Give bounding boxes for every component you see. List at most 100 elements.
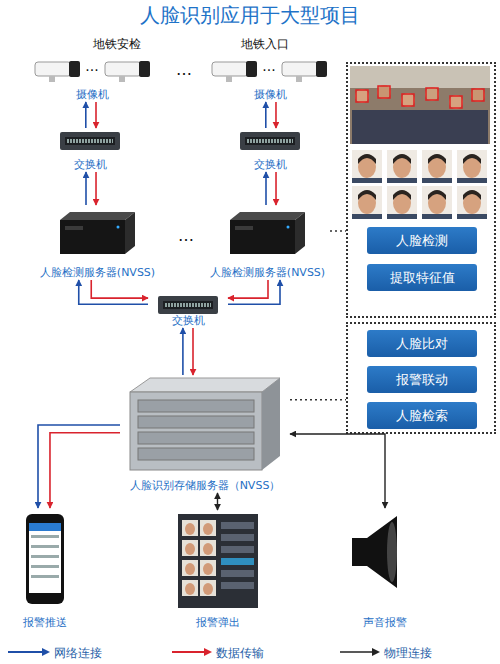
node-label: 人脸检测服务器(NVSS) bbox=[210, 266, 325, 280]
face-crop bbox=[352, 150, 382, 183]
connector-arrow bbox=[95, 102, 97, 128]
face-box bbox=[378, 86, 390, 98]
device-node: 人脸检测服务器(NVSS) bbox=[205, 205, 330, 280]
phone-row bbox=[31, 545, 59, 548]
monitor-row bbox=[221, 582, 254, 589]
photo-bg bbox=[350, 66, 490, 144]
legend-line bbox=[340, 651, 374, 653]
connector-arrow bbox=[50, 433, 120, 508]
free-label: ··· bbox=[262, 62, 275, 78]
face-box bbox=[450, 96, 462, 108]
connector-arrow bbox=[265, 102, 267, 128]
phone-row bbox=[31, 575, 59, 578]
function-button: 人脸检测 bbox=[367, 227, 477, 254]
dashed-group: 人脸比对报警联动人脸检索 bbox=[346, 322, 496, 434]
monitor-face bbox=[182, 580, 198, 596]
node-label: 人脸检测 bbox=[396, 232, 448, 250]
legend-head bbox=[372, 648, 380, 656]
photo-wall bbox=[350, 66, 490, 88]
storage-side bbox=[262, 378, 280, 470]
face-crop bbox=[457, 150, 487, 183]
connector-arrow bbox=[228, 280, 268, 298]
monitor-face bbox=[182, 540, 198, 556]
node-label: 人脸比对 bbox=[396, 335, 448, 353]
function-button: 人脸检索 bbox=[367, 402, 477, 429]
device-node: 报警弹出 bbox=[170, 510, 265, 630]
node-label: 交换机 bbox=[74, 158, 107, 172]
drive-bay bbox=[138, 448, 254, 460]
person-head bbox=[449, 95, 463, 109]
legend-line bbox=[172, 651, 206, 653]
face-box bbox=[472, 89, 484, 101]
function-button: 提取特征值 bbox=[367, 264, 477, 291]
camera bbox=[282, 61, 327, 82]
node-label: 人脸检索 bbox=[396, 407, 448, 425]
device-node: 人脸检测服务器(NVSS) bbox=[35, 205, 160, 280]
phone-row bbox=[31, 565, 59, 568]
monitor-row bbox=[221, 534, 254, 541]
node-label: 报警弹出 bbox=[196, 616, 240, 630]
camera bbox=[105, 61, 150, 82]
camera bbox=[35, 61, 80, 82]
monitor-row bbox=[221, 558, 254, 565]
phone-row bbox=[31, 535, 59, 538]
connector-arrow bbox=[85, 102, 87, 128]
speaker-cone bbox=[387, 522, 397, 582]
node-label: 人脸识别存储服务器（NVSS） bbox=[130, 479, 281, 493]
detection-server bbox=[230, 212, 305, 254]
drive-bay bbox=[138, 432, 254, 444]
node-label: 摄像机 bbox=[254, 88, 287, 102]
dotted-leader bbox=[330, 230, 346, 232]
free-label: … bbox=[176, 60, 192, 79]
monitor-screen bbox=[178, 514, 258, 608]
node-label: 人脸检测服务器(NVSS) bbox=[40, 266, 155, 280]
face-crop bbox=[387, 150, 417, 183]
connector-arrow bbox=[275, 102, 277, 128]
free-label: … bbox=[178, 226, 194, 245]
node-label: 提取特征值 bbox=[390, 269, 455, 287]
storage-front bbox=[130, 392, 262, 470]
speaker-symbol bbox=[352, 516, 397, 588]
node-label: 交换机 bbox=[172, 314, 205, 328]
crowd-photo bbox=[350, 66, 490, 144]
phone-header bbox=[29, 523, 61, 531]
face-box bbox=[402, 94, 414, 106]
connector-arrow bbox=[79, 280, 148, 304]
switch bbox=[158, 296, 218, 314]
connector-arrow bbox=[95, 172, 97, 205]
photo-bodies bbox=[352, 110, 488, 144]
face-crop bbox=[422, 150, 452, 183]
monitor-face bbox=[200, 560, 216, 576]
dotted-leader bbox=[290, 399, 346, 401]
phone-body bbox=[26, 514, 64, 604]
connector-arrow bbox=[91, 280, 148, 298]
connector-arrow bbox=[192, 328, 194, 375]
monitor-symbol bbox=[178, 514, 258, 608]
monitor-row bbox=[221, 570, 254, 577]
legend-text: 网络连接 bbox=[54, 645, 102, 662]
monitor-row bbox=[221, 522, 254, 529]
connector-arrow bbox=[217, 493, 218, 510]
monitor-face bbox=[200, 580, 216, 596]
free-label: 地铁安检 bbox=[93, 36, 141, 53]
legend-text: 物理连接 bbox=[384, 645, 432, 662]
drive-bay bbox=[138, 400, 254, 412]
connector-arrow bbox=[265, 172, 267, 205]
camera bbox=[212, 61, 257, 82]
device-node: 声音报警 bbox=[340, 508, 430, 630]
storage-server-symbol bbox=[130, 378, 280, 470]
person-head bbox=[377, 85, 391, 99]
node-label: 报警联动 bbox=[396, 371, 448, 389]
face-crop bbox=[352, 186, 382, 219]
diagram-title: 人脸识别应用于大型项目 bbox=[0, 2, 500, 29]
node-label: 交换机 bbox=[254, 158, 287, 172]
switch bbox=[60, 132, 120, 150]
node-label: 报警推送 bbox=[23, 616, 67, 630]
free-label: 地铁入口 bbox=[241, 36, 289, 53]
connector-arrow bbox=[228, 280, 280, 304]
free-label: ··· bbox=[85, 62, 98, 78]
dashed-group: 人脸检测提取特征值 bbox=[346, 62, 496, 318]
function-button: 人脸比对 bbox=[367, 330, 477, 357]
device-node: 交换机 bbox=[148, 294, 228, 328]
face-box bbox=[356, 90, 368, 102]
